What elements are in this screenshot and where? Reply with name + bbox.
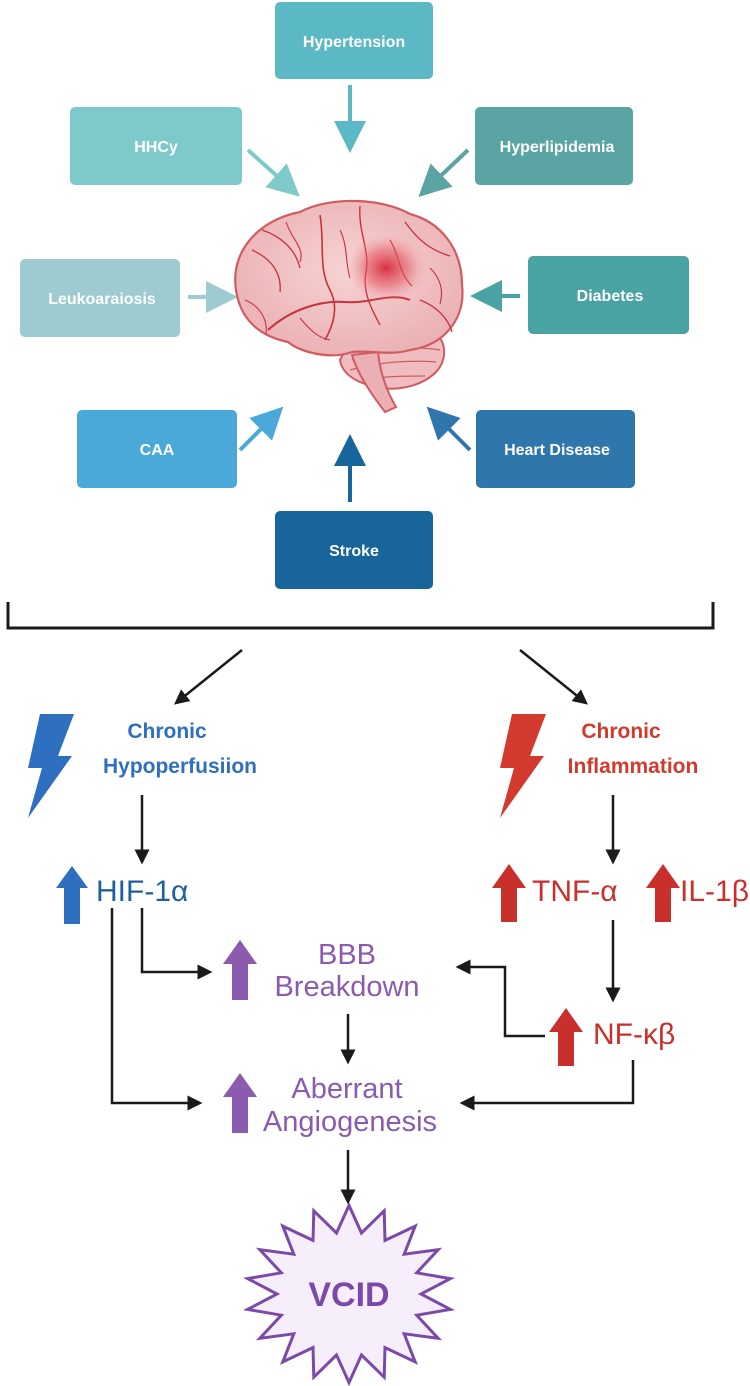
nfkb-to-bbb-arrow: [455, 959, 545, 1038]
risk-factor-diabetes: Diabetes: [528, 256, 689, 334]
vcid-label: VCID: [308, 1276, 389, 1314]
risk-factor-stroke: Stroke: [275, 511, 433, 589]
risk-factor-arrows: [188, 85, 520, 502]
hypoperfusion-title-line2: Hypoperfusiion: [103, 755, 257, 778]
lesion-highlight: [346, 234, 426, 302]
up-arrow-icon: [223, 940, 257, 1000]
aberrant-angiogenesis-line2: Angiogenesis: [263, 1106, 437, 1138]
hif-to-bbb-arrow: [140, 908, 213, 980]
inflammation-title-line1: Chronic: [581, 720, 661, 743]
pathway-connectors: [110, 908, 635, 1205]
hhcy-arrow: [246, 148, 300, 197]
lightning-bolt-icon: [500, 714, 546, 818]
tnf-a-label: TNF-α: [532, 875, 618, 908]
vcid-starburst: VCID: [242, 1201, 456, 1386]
risk-factor-hhcy: HHCy: [70, 107, 242, 185]
aberrant-angiogenesis-line1: Aberrant: [291, 1073, 402, 1105]
brain-icon: [234, 199, 464, 414]
up-arrow-icon: [492, 864, 526, 922]
to-hypoperfusion-arrow: [174, 649, 243, 705]
up-arrow-icon: [223, 1073, 257, 1133]
bbb-breakdown-line2: Breakdown: [274, 971, 419, 1003]
diabetes-box: [528, 256, 689, 334]
caa-arrow: [238, 406, 284, 452]
risk-factor-hyperlipidemia: Hyperlipidemia: [475, 107, 633, 185]
diabetes-label: Diabetes: [577, 288, 644, 305]
vcid-star-shape: [242, 1201, 456, 1386]
hhcy-box: [70, 107, 242, 185]
to-inflammation-arrow: [519, 649, 588, 705]
caa-label: CAA: [140, 442, 175, 459]
hyperlipidemia-box: [475, 107, 633, 185]
risk-factor-caa: CAA: [77, 410, 237, 488]
hyperlipidemia-arrow: [418, 148, 470, 198]
grouping-bracket: [6, 602, 715, 630]
up-arrow-icon: [646, 864, 680, 922]
stroke-label: Stroke: [329, 543, 379, 560]
bbb-breakdown-line1: BBB: [318, 939, 376, 971]
hif-to-angio-arrow: [110, 908, 203, 1111]
hif-1a-label: HIF-1α: [96, 875, 188, 908]
hypoperfusion-title: Chronic Hypoperfusiion: [103, 720, 257, 778]
hyperlipidemia-label: Hyperlipidemia: [500, 139, 615, 156]
up-arrow-icon: [549, 1008, 583, 1066]
il-1b-label: IL-1β: [680, 875, 749, 908]
lightning-bolt-icon: [28, 714, 74, 818]
risk-factor-heart-disease: Heart Disease: [476, 410, 635, 488]
risk-factor-hypertension: Hypertension: [275, 2, 433, 79]
heart-disease-label: Heart Disease: [504, 442, 610, 459]
risk-factor-leukoaraiosis: Leukoaraiosis: [20, 259, 180, 337]
hypertension-label: Hypertension: [303, 34, 405, 51]
leukoaraiosis-box: [20, 259, 180, 337]
hhcy-label: HHCy: [134, 139, 178, 156]
inflammation-title: Chronic Inflammation: [568, 720, 699, 778]
inflammation-title-line2: Inflammation: [568, 755, 699, 778]
heart-disease-box: [476, 410, 635, 488]
up-arrow-icon: [56, 866, 88, 924]
caa-box: [77, 410, 237, 488]
stroke-box: [275, 511, 433, 589]
nfkb-to-angio-arrow: [459, 1060, 635, 1111]
hypertension-box: [275, 2, 433, 79]
nf-kb-label: NF-κβ: [593, 1018, 675, 1051]
leukoaraiosis-label: Leukoaraiosis: [48, 291, 156, 308]
hypoperfusion-title-line1: Chronic: [127, 720, 207, 743]
heart-disease-arrow: [426, 406, 472, 452]
